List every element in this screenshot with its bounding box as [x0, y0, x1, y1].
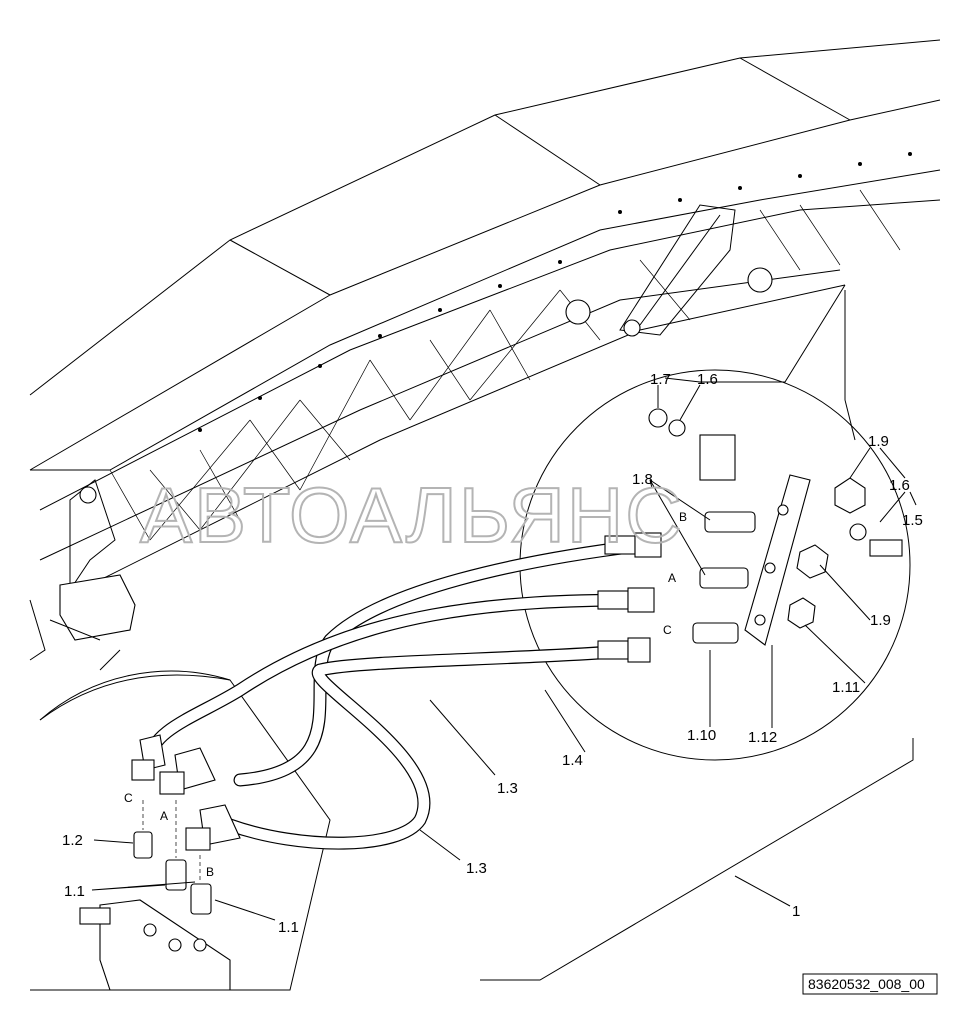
- callout-1-11: 1.11: [832, 679, 860, 696]
- port-label-c-right: C: [663, 623, 672, 637]
- callout-1-12: 1.12: [748, 729, 777, 746]
- drawing-reference-number: 83620532_008_00: [808, 976, 925, 992]
- watermark-text: АВТОАЛЬЯНС: [140, 471, 684, 559]
- port-label-b-right: B: [679, 510, 687, 524]
- left-bracket-pin: [79, 486, 97, 504]
- callout-1-1-right: 1.1: [278, 919, 299, 936]
- callout-1-9-top: 1.9: [868, 433, 889, 450]
- detail-circle-left-arc: [39, 674, 231, 721]
- callout-1-3-lower: 1.3: [466, 860, 487, 877]
- nut-1-9-upper: [834, 477, 866, 514]
- callout-1-6-top: 1.6: [697, 371, 718, 388]
- callout-1-2: 1.2: [62, 832, 83, 849]
- callout-1-10: 1.10: [687, 727, 716, 744]
- coupler-b: [704, 511, 756, 533]
- rivets: [198, 152, 912, 432]
- leader-lines: [91, 284, 917, 921]
- detail-circle-right: [519, 369, 911, 761]
- hose-fittings-right: [597, 532, 662, 663]
- bolt-1-5: [869, 539, 903, 557]
- nut-1-7: [648, 408, 668, 428]
- coupler-a: [699, 567, 749, 589]
- hydraulic-hoses: [143, 538, 652, 850]
- drawing-reference: 83620532_008_00: [802, 973, 938, 995]
- hinge-bracket: [619, 204, 736, 336]
- cylinder-roller: [565, 299, 591, 325]
- mounting-plate: [744, 474, 811, 646]
- valve-block: [59, 574, 136, 641]
- nut-1-11: [787, 597, 816, 629]
- callout-1-3-upper: 1.3: [497, 780, 518, 797]
- port-label-a-left: A: [160, 809, 168, 823]
- callout-labels: 1.7 1.6 1.9 1.6 1.5 1.8 1.9 1.11 1.10 1.…: [62, 371, 923, 936]
- coupler-plate-assembly: [648, 408, 903, 646]
- left-bracket: [69, 479, 116, 592]
- callout-1-4: 1.4: [562, 752, 583, 769]
- boom-frame: [29, 39, 941, 661]
- nut-1-9-lower: [796, 544, 829, 579]
- callout-1: 1: [792, 903, 800, 920]
- pump-body: [79, 899, 231, 991]
- washer-1-6-top: [668, 419, 686, 437]
- boom-side-rails: [30, 169, 941, 601]
- port-label-c-left: C: [124, 791, 133, 805]
- detail-circles: [30, 369, 914, 991]
- boom-cover-panels: [29, 39, 941, 471]
- callout-1-8: 1.8: [632, 471, 653, 488]
- boom-end-rail: [29, 599, 101, 661]
- frame-bracket-right: [480, 738, 914, 981]
- roller-right: [747, 267, 773, 293]
- hose-fittings-left: [131, 734, 241, 851]
- clamp-block: [699, 434, 736, 481]
- callout-1-6-right: 1.6: [889, 477, 910, 494]
- callout-1-7: 1.7: [650, 371, 671, 388]
- callout-1-1-left: 1.1: [64, 883, 85, 900]
- adapters-left: [133, 800, 212, 915]
- washer-1-6-right: [849, 523, 867, 541]
- port-label-b-left: B: [206, 865, 214, 879]
- port-label-a-right: A: [668, 571, 676, 585]
- coupler-c: [692, 622, 739, 644]
- hinge-pin: [623, 319, 641, 337]
- frame-link-left: [99, 649, 121, 671]
- callout-1-9-bottom: 1.9: [870, 612, 891, 629]
- callout-1-5: 1.5: [902, 512, 923, 529]
